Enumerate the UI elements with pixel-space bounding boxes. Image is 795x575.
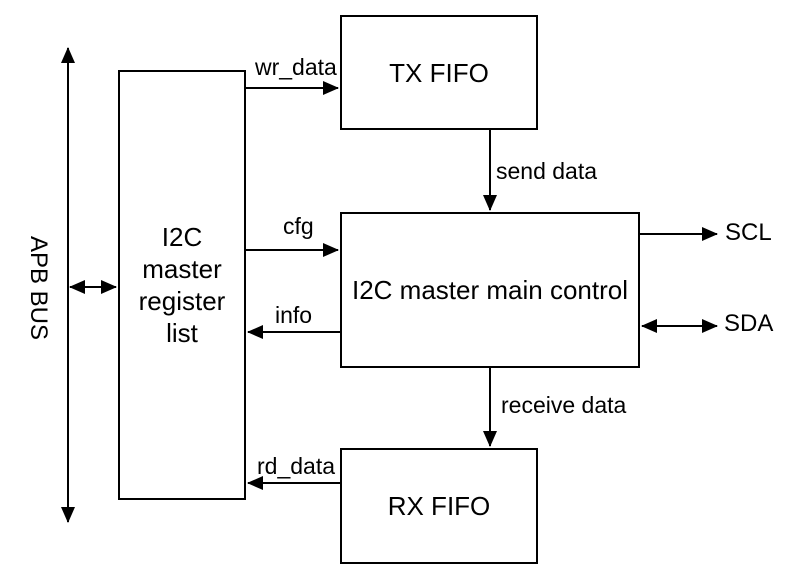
main-control-label: I2C master main control	[352, 275, 628, 305]
register-list-label-line1: I2C	[161, 222, 203, 252]
tx-fifo-block: TX FIFO	[340, 15, 538, 130]
register-list-block: I2C master register list	[118, 70, 246, 500]
main-control-block: I2C master main control	[340, 212, 640, 368]
info-label: info	[275, 302, 313, 328]
send-data-label: send data	[496, 158, 598, 184]
rx-fifo-block: RX FIFO	[340, 448, 538, 564]
tx-fifo-label: TX FIFO	[389, 57, 489, 88]
wr-data-label: wr_data	[255, 54, 337, 80]
sda-label: SDA	[724, 310, 774, 337]
apb-bus-label: APB BUS	[25, 235, 52, 341]
register-list-label-line3: register	[138, 286, 226, 316]
rx-fifo-label: RX FIFO	[387, 491, 491, 521]
rd-data-label: rd_data	[257, 453, 336, 479]
receive-data-label: receive data	[501, 392, 627, 418]
register-list-label-line4: list	[166, 318, 198, 348]
cfg-label: cfg	[283, 213, 314, 239]
scl-label: SCL	[725, 219, 772, 246]
register-list-label-line2: master	[142, 254, 222, 284]
